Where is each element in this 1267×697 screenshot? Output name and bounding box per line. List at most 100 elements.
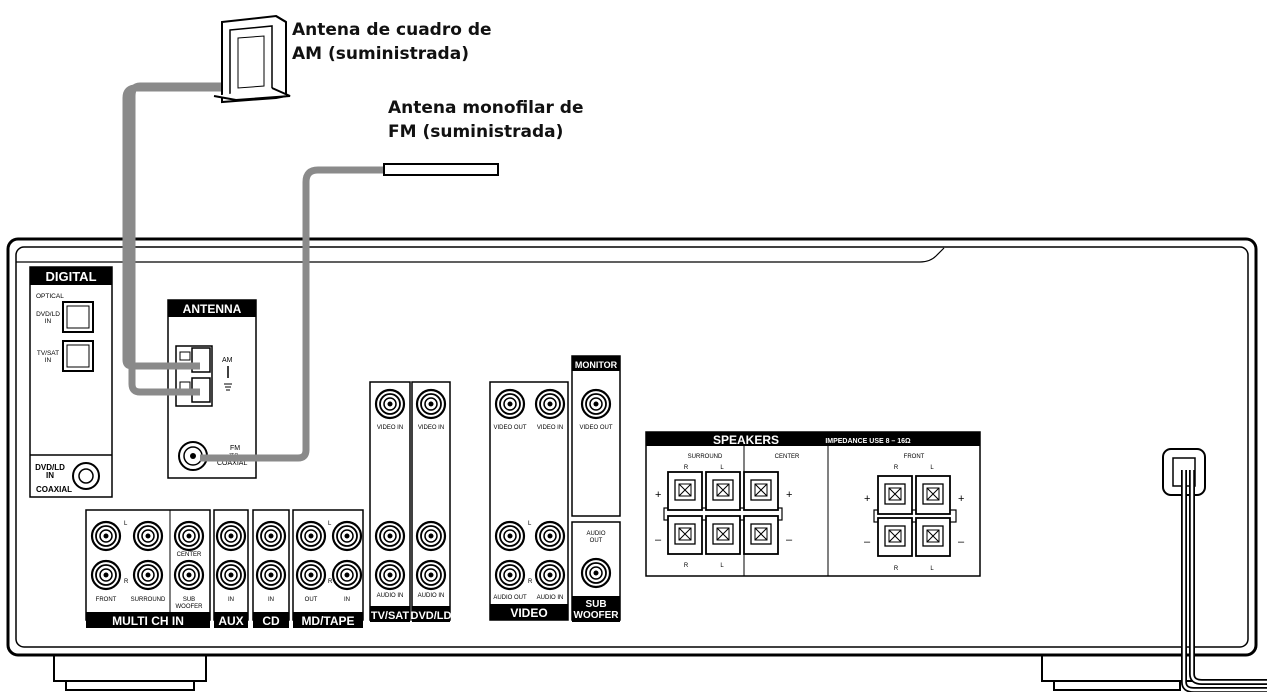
surround-r-plus-terminal[interactable]: [667, 471, 703, 511]
minus-center: –: [786, 534, 793, 546]
surround-r-bottom: R: [684, 563, 689, 569]
antenna-title: ANTENNA: [183, 302, 242, 316]
minus-front-left: –: [864, 536, 871, 548]
md-in-l-jack[interactable]: [331, 520, 363, 552]
am-terminals[interactable]: [175, 345, 213, 407]
coaxial-label-1: DVD/LD: [35, 463, 65, 472]
plus-front-left: +: [864, 493, 870, 505]
aux-r-jack[interactable]: [215, 559, 247, 591]
minus-left: –: [655, 534, 662, 546]
speakers-section: SPEAKERS IMPEDANCE USE 8 – 16Ω SURROUND …: [645, 431, 981, 577]
front-l-top: L: [930, 465, 934, 471]
surround-l-plus-terminal[interactable]: [705, 471, 741, 511]
antenna-wires: [122, 82, 384, 462]
md-out-l-jack[interactable]: [295, 520, 327, 552]
md-in-r-jack[interactable]: [331, 559, 363, 591]
video-l-label: L: [528, 521, 532, 527]
aux-in-label: IN: [228, 597, 234, 603]
dvd-ld-optical-label: DVD/LD: [36, 311, 60, 318]
tv-sat-optical-label: TV/SAT: [37, 350, 59, 357]
dvd-ld-title: DVD/LD: [411, 610, 452, 622]
monitor-video-out-jack[interactable]: [580, 388, 612, 420]
sub-label-2: WOOFER: [176, 604, 204, 610]
digital-section: DIGITAL OPTICAL DVD/LD IN TV/SAT IN DVD/…: [29, 266, 113, 498]
dvd-ld-audio-r-jack[interactable]: [415, 559, 447, 591]
sub-woofer-audio-out-jack[interactable]: [580, 557, 612, 589]
multi-front-l-jack[interactable]: [90, 520, 122, 552]
cd-l-jack[interactable]: [255, 520, 287, 552]
front-speaker-label: FRONT: [904, 454, 925, 460]
tv-sat-audio-in-label: AUDIO IN: [377, 593, 404, 599]
md-l-label: L: [328, 521, 332, 527]
video-audio-out-r-jack[interactable]: [494, 559, 526, 591]
right-foot: [1041, 654, 1193, 691]
surround-r-minus-terminal[interactable]: [667, 515, 703, 555]
video-in-jack[interactable]: [534, 388, 566, 420]
dvd-ld-optical-label-in: IN: [45, 318, 52, 325]
sub-woofer-section: SUB WOOFER AUDIO OUT: [571, 521, 621, 622]
video-section: VIDEO VIDEO OUT VIDEO IN L R AUDIO OUT A…: [489, 381, 569, 621]
multi-ch-in-title: MULTI CH IN: [112, 614, 184, 628]
sub-woofer-title-1: SUB: [585, 599, 606, 610]
front-l-plus-terminal[interactable]: [915, 475, 951, 515]
multi-sub-woofer-jack[interactable]: [173, 559, 205, 591]
multi-surround-r-jack[interactable]: [132, 559, 164, 591]
coaxial-label-2: IN: [46, 471, 54, 480]
video-out-label: VIDEO OUT: [493, 425, 526, 431]
cd-r-jack[interactable]: [255, 559, 287, 591]
tv-sat-audio-l-jack[interactable]: [374, 520, 406, 552]
fm-wire-antenna: [383, 163, 499, 176]
aux-l-jack[interactable]: [215, 520, 247, 552]
monitor-title: MONITOR: [575, 360, 618, 370]
center-minus-terminal[interactable]: [743, 515, 779, 555]
video-audio-out-l-jack[interactable]: [494, 520, 526, 552]
video-r-label: R: [528, 579, 533, 585]
center-label: CENTER: [177, 552, 202, 558]
coaxial-label-3: COAXIAL: [36, 485, 72, 494]
surround-l-minus-terminal[interactable]: [705, 515, 741, 555]
multi-surround-l-jack[interactable]: [132, 520, 164, 552]
surround-l-bottom: L: [720, 563, 724, 569]
video-audio-in-label: AUDIO IN: [537, 595, 564, 601]
surround-r-top: R: [684, 465, 689, 471]
power-cord: [1162, 448, 1267, 693]
cd-in-label: IN: [268, 597, 274, 603]
front-r-plus-terminal[interactable]: [877, 475, 913, 515]
plus-front-right: +: [958, 493, 964, 505]
multi-center-jack[interactable]: [173, 520, 205, 552]
surround-speaker-label: SURROUND: [688, 454, 723, 460]
md-tape-title: MD/TAPE: [301, 614, 354, 628]
speakers-title: SPEAKERS: [713, 433, 779, 447]
sub-woofer-title-2: WOOFER: [574, 610, 620, 621]
dvd-ld-coaxial-jack[interactable]: [72, 462, 100, 490]
am-antenna-callout: Antena de cuadro de AM (suministrada): [292, 18, 492, 66]
surround-label: SURROUND: [131, 597, 166, 603]
front-r-minus-terminal[interactable]: [877, 517, 913, 557]
video-audio-in-r-jack[interactable]: [534, 559, 566, 591]
md-in-label: IN: [344, 597, 350, 603]
tv-sat-video-in-jack[interactable]: [374, 388, 406, 420]
tv-sat-audio-r-jack[interactable]: [374, 559, 406, 591]
rca-jacks: [90, 388, 612, 591]
center-plus-terminal[interactable]: [743, 471, 779, 511]
monitor-video-out-label: VIDEO OUT: [579, 425, 612, 431]
video-audio-in-l-jack[interactable]: [534, 520, 566, 552]
video-out-jack[interactable]: [494, 388, 526, 420]
dvd-ld-audio-l-jack[interactable]: [415, 520, 447, 552]
fm-callout-line2: FM (suministrada): [388, 122, 564, 142]
plus-left: +: [655, 489, 661, 501]
sub-audio-label-1: AUDIO: [586, 531, 605, 537]
front-l-bottom: L: [930, 566, 934, 572]
multi-front-r-jack[interactable]: [90, 559, 122, 591]
minus-front-right: –: [958, 536, 965, 548]
dvd-ld-video-in-jack[interactable]: [415, 388, 447, 420]
front-l-minus-terminal[interactable]: [915, 517, 951, 557]
center-speaker-label: CENTER: [775, 454, 800, 460]
front-r-bottom: R: [894, 566, 899, 572]
left-foot: [53, 654, 207, 691]
md-out-r-jack[interactable]: [295, 559, 327, 591]
fm-coaxial-jack[interactable]: [178, 441, 208, 471]
tv-sat-title: TV/SAT: [371, 610, 410, 622]
